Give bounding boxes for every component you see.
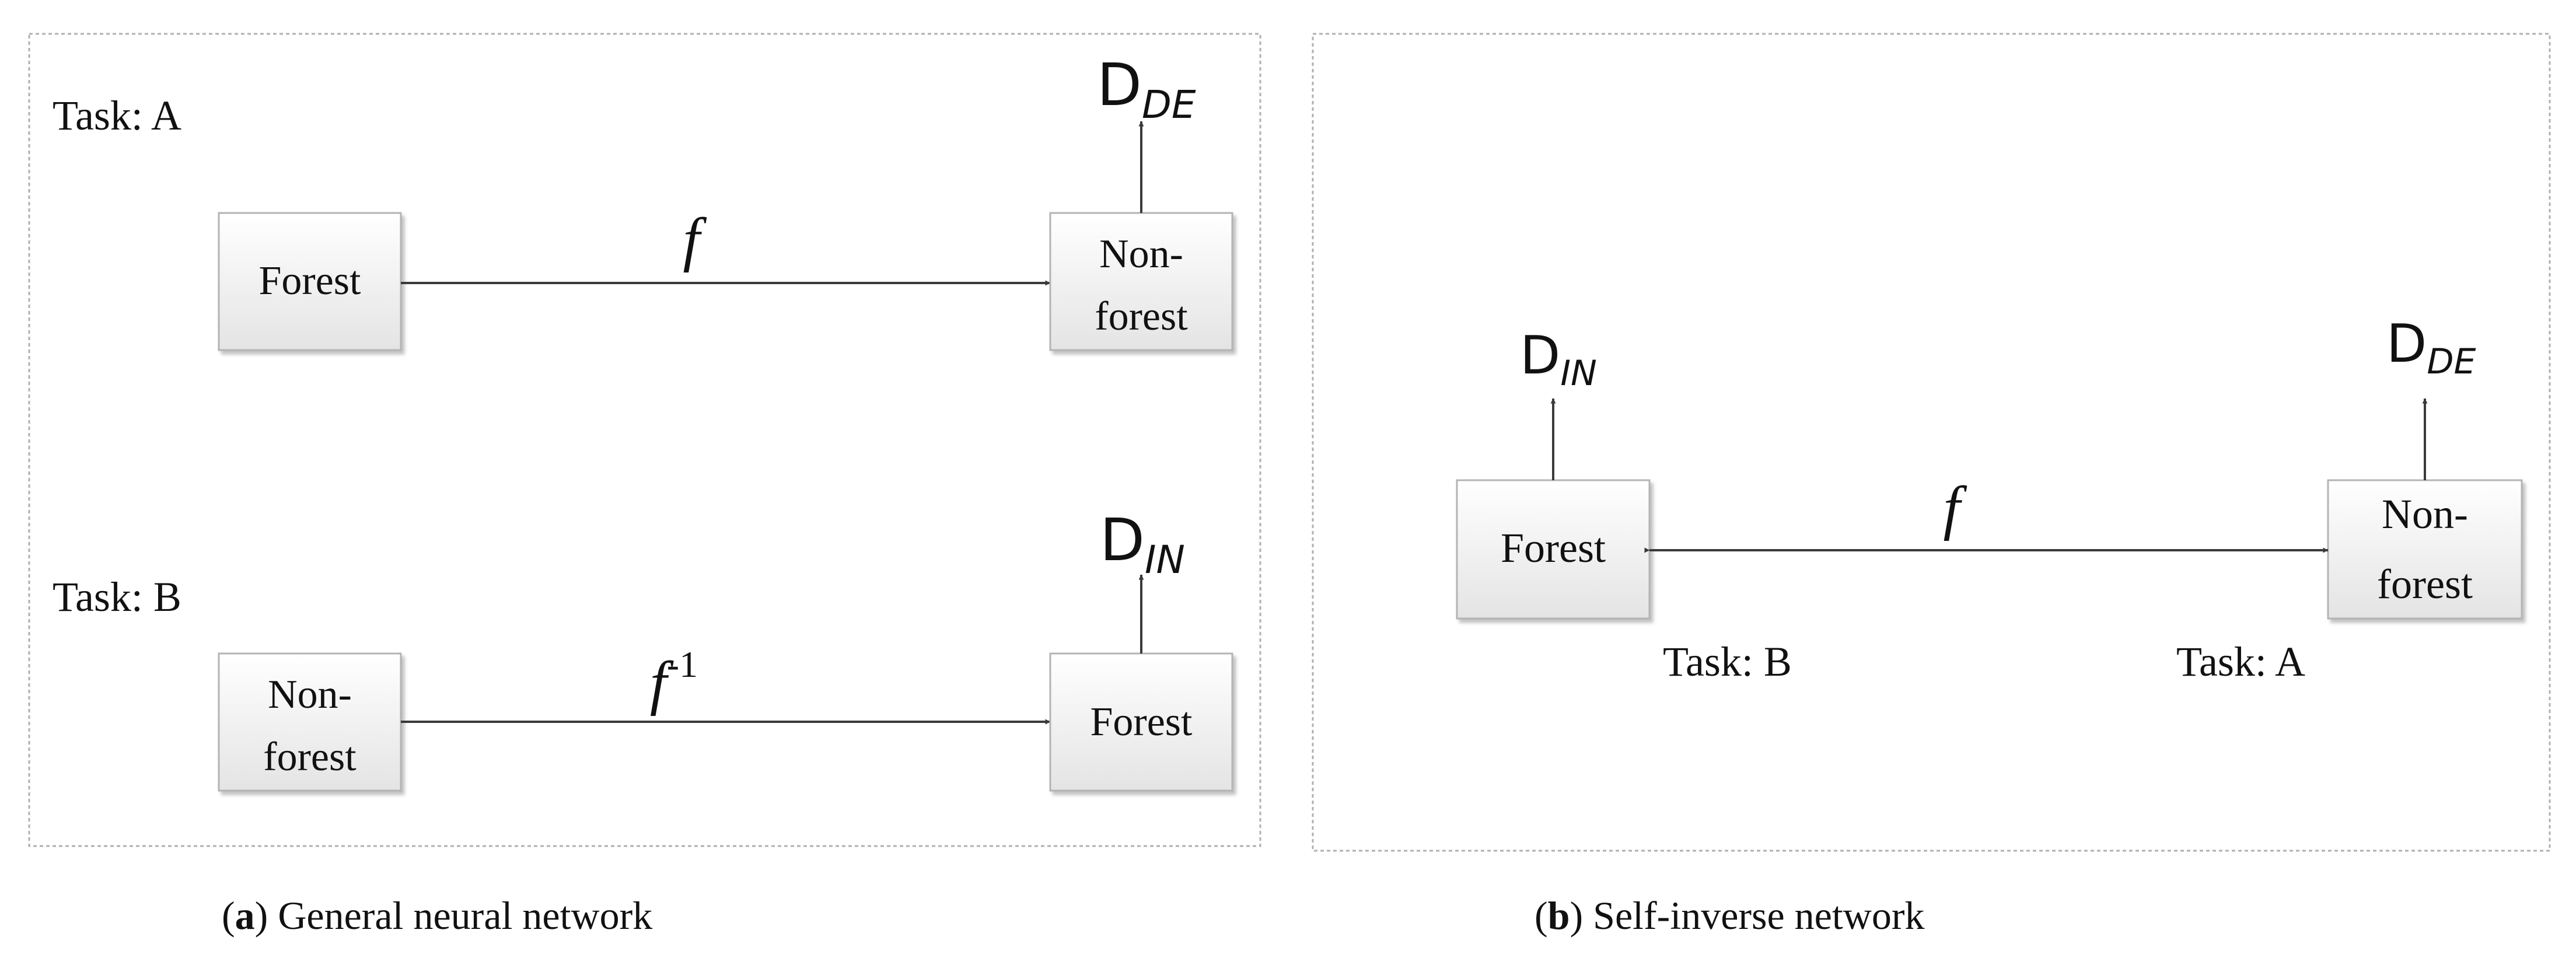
- caption-b: (b) Self-inverse network: [1535, 893, 1925, 938]
- row1-target-box-line2: forest: [1095, 294, 1188, 339]
- row1-output-sub: DE: [1142, 82, 1196, 127]
- row1-target-box-line1: Non-: [1099, 232, 1183, 277]
- row1-function-label: f: [683, 206, 707, 273]
- row2-source-box: Non- forest: [218, 652, 402, 792]
- task-a-label: Task: A: [53, 92, 181, 139]
- right-box-line1: Non-: [2382, 491, 2468, 537]
- task-b-label: Task: B: [53, 574, 181, 620]
- left-box-label: Forest: [1501, 525, 1606, 571]
- row2-function-sup: -1: [667, 644, 698, 685]
- panel-b-frame: [1312, 33, 2551, 852]
- panel-b-task-a-label: Task: A: [2176, 638, 2305, 685]
- caption-a-letter: a: [235, 893, 255, 938]
- row2-output-sub: IN: [1145, 537, 1185, 582]
- caption-b-letter: b: [1548, 893, 1570, 938]
- row1-source-box: Forest: [218, 212, 402, 351]
- row1-target-box: Non- forest: [1049, 212, 1233, 351]
- left-output-sub: IN: [1560, 353, 1597, 394]
- panel-a-frame: [28, 33, 1261, 847]
- left-box: Forest: [1456, 479, 1651, 620]
- row2-output-main: D: [1100, 506, 1145, 574]
- left-output-main: D: [1520, 325, 1560, 386]
- caption-a: (a) General neural network: [222, 893, 652, 938]
- caption-a-text: General neural network: [278, 893, 652, 938]
- right-output-label: DDE: [2386, 313, 2476, 382]
- panel-a: Task: A Task: B Forest f Non- forest DDE…: [28, 33, 1261, 847]
- right-box-line2: forest: [2377, 561, 2473, 607]
- row2-function-label: f-1: [650, 644, 698, 717]
- row2-source-box-line2: forest: [263, 735, 356, 780]
- right-output-sub: DE: [2427, 341, 2476, 382]
- panel-b: Forest Non- forest f DIN DDE Task: B Tas…: [1312, 33, 2551, 852]
- row1-output-main: D: [1097, 51, 1142, 119]
- left-output-label: DIN: [1520, 325, 1597, 394]
- right-box: Non- forest: [2327, 479, 2523, 620]
- row2-output-label: DIN: [1100, 506, 1185, 582]
- row1-source-box-label: Forest: [259, 258, 362, 303]
- panel-b-task-b-label: Task: B: [1663, 638, 1792, 685]
- row2-source-box-line1: Non-: [268, 672, 352, 717]
- panel-b-function-label: f: [1944, 474, 1967, 541]
- row2-target-box: Forest: [1049, 652, 1233, 792]
- row1-output-label: DDE: [1097, 51, 1196, 127]
- row2-target-box-label: Forest: [1090, 700, 1193, 745]
- right-output-main: D: [2386, 313, 2427, 375]
- caption-b-text: Self-inverse network: [1593, 893, 1924, 938]
